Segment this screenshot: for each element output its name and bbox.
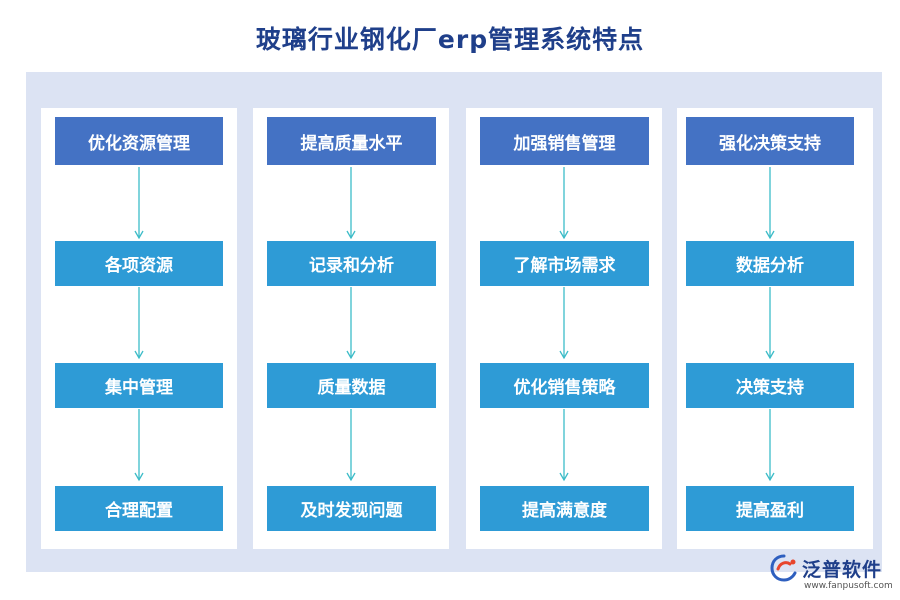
arrow-2-1 (346, 167, 356, 240)
column-header-3: 加强销售管理 (480, 117, 649, 165)
step-box-1-2: 集中管理 (55, 363, 223, 408)
arrow-4-2 (765, 287, 775, 360)
step-box-4-1: 数据分析 (686, 241, 854, 286)
brand-name: 泛普软件 (802, 559, 883, 581)
arrow-1-3 (134, 409, 144, 482)
column-card-4 (677, 108, 873, 549)
step-box-1-3: 合理配置 (55, 486, 223, 531)
arrow-3-2 (559, 287, 569, 360)
step-box-3-2: 优化销售策略 (480, 363, 649, 408)
step-box-3-1: 了解市场需求 (480, 241, 649, 286)
arrow-3-3 (559, 409, 569, 482)
step-box-4-3: 提高盈利 (686, 486, 854, 531)
column-header-4: 强化决策支持 (686, 117, 854, 165)
page-title: 玻璃行业钢化厂erp管理系统特点 (255, 25, 645, 54)
brand-logo: 泛普软件 www.fanpusoft.com (768, 553, 898, 597)
step-box-1-1: 各项资源 (55, 241, 223, 286)
step-box-2-3: 及时发现问题 (267, 486, 436, 531)
arrow-2-3 (346, 409, 356, 482)
arrow-4-3 (765, 409, 775, 482)
arrow-3-1 (559, 167, 569, 240)
step-box-3-3: 提高满意度 (480, 486, 649, 531)
step-box-2-2: 质量数据 (267, 363, 436, 408)
arrow-1-1 (134, 167, 144, 240)
arrow-1-2 (134, 287, 144, 360)
arrow-4-1 (765, 167, 775, 240)
step-box-4-2: 决策支持 (686, 363, 854, 408)
arrow-2-2 (346, 287, 356, 360)
brand-url: www.fanpusoft.com (804, 581, 893, 591)
column-header-2: 提高质量水平 (267, 117, 436, 165)
fanpu-logo-icon (770, 554, 797, 582)
column-header-1: 优化资源管理 (55, 117, 223, 165)
step-box-2-1: 记录和分析 (267, 241, 436, 286)
